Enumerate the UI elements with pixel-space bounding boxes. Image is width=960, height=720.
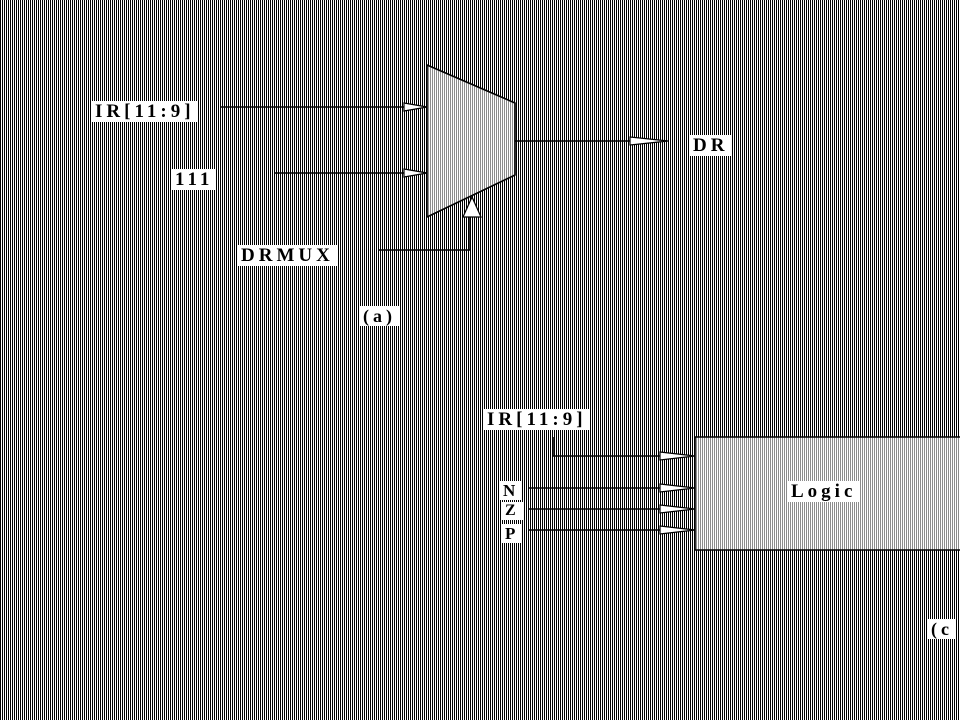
mux-input-111-arrowhead	[403, 168, 428, 178]
mux-select-wire	[378, 214, 471, 251]
mux-input-ir-arrowhead	[403, 102, 428, 112]
drmux-trapezoid	[426, 63, 516, 219]
logic-input-n-arrowhead	[659, 483, 696, 493]
logic-input-z-label: Z	[502, 502, 523, 520]
logic-block-label: Logic	[788, 481, 860, 502]
logic-input-p-arrowhead	[659, 525, 696, 535]
mux-select-drmux-label: DRMUX	[238, 245, 337, 266]
mux-output-dr-label: DR	[690, 135, 732, 156]
mux-input-ir-label: IR[11:9]	[92, 101, 198, 122]
logic-input-n-label: N	[500, 481, 523, 500]
logic-input-z-arrowhead	[659, 504, 696, 514]
mux-input-111-label: 111	[172, 169, 217, 190]
caption-c: (c	[928, 619, 956, 639]
mux-select-arrowhead	[462, 195, 482, 218]
logic-input-p-label: P	[502, 524, 523, 543]
caption-a: (a)	[360, 306, 399, 326]
mux-output-dr-arrowhead	[629, 136, 669, 146]
logic-input-ir-label: IR[11:9]	[484, 409, 590, 430]
logic-input-ir-wire	[552, 437, 688, 457]
logic-input-ir-arrowhead	[659, 451, 696, 461]
